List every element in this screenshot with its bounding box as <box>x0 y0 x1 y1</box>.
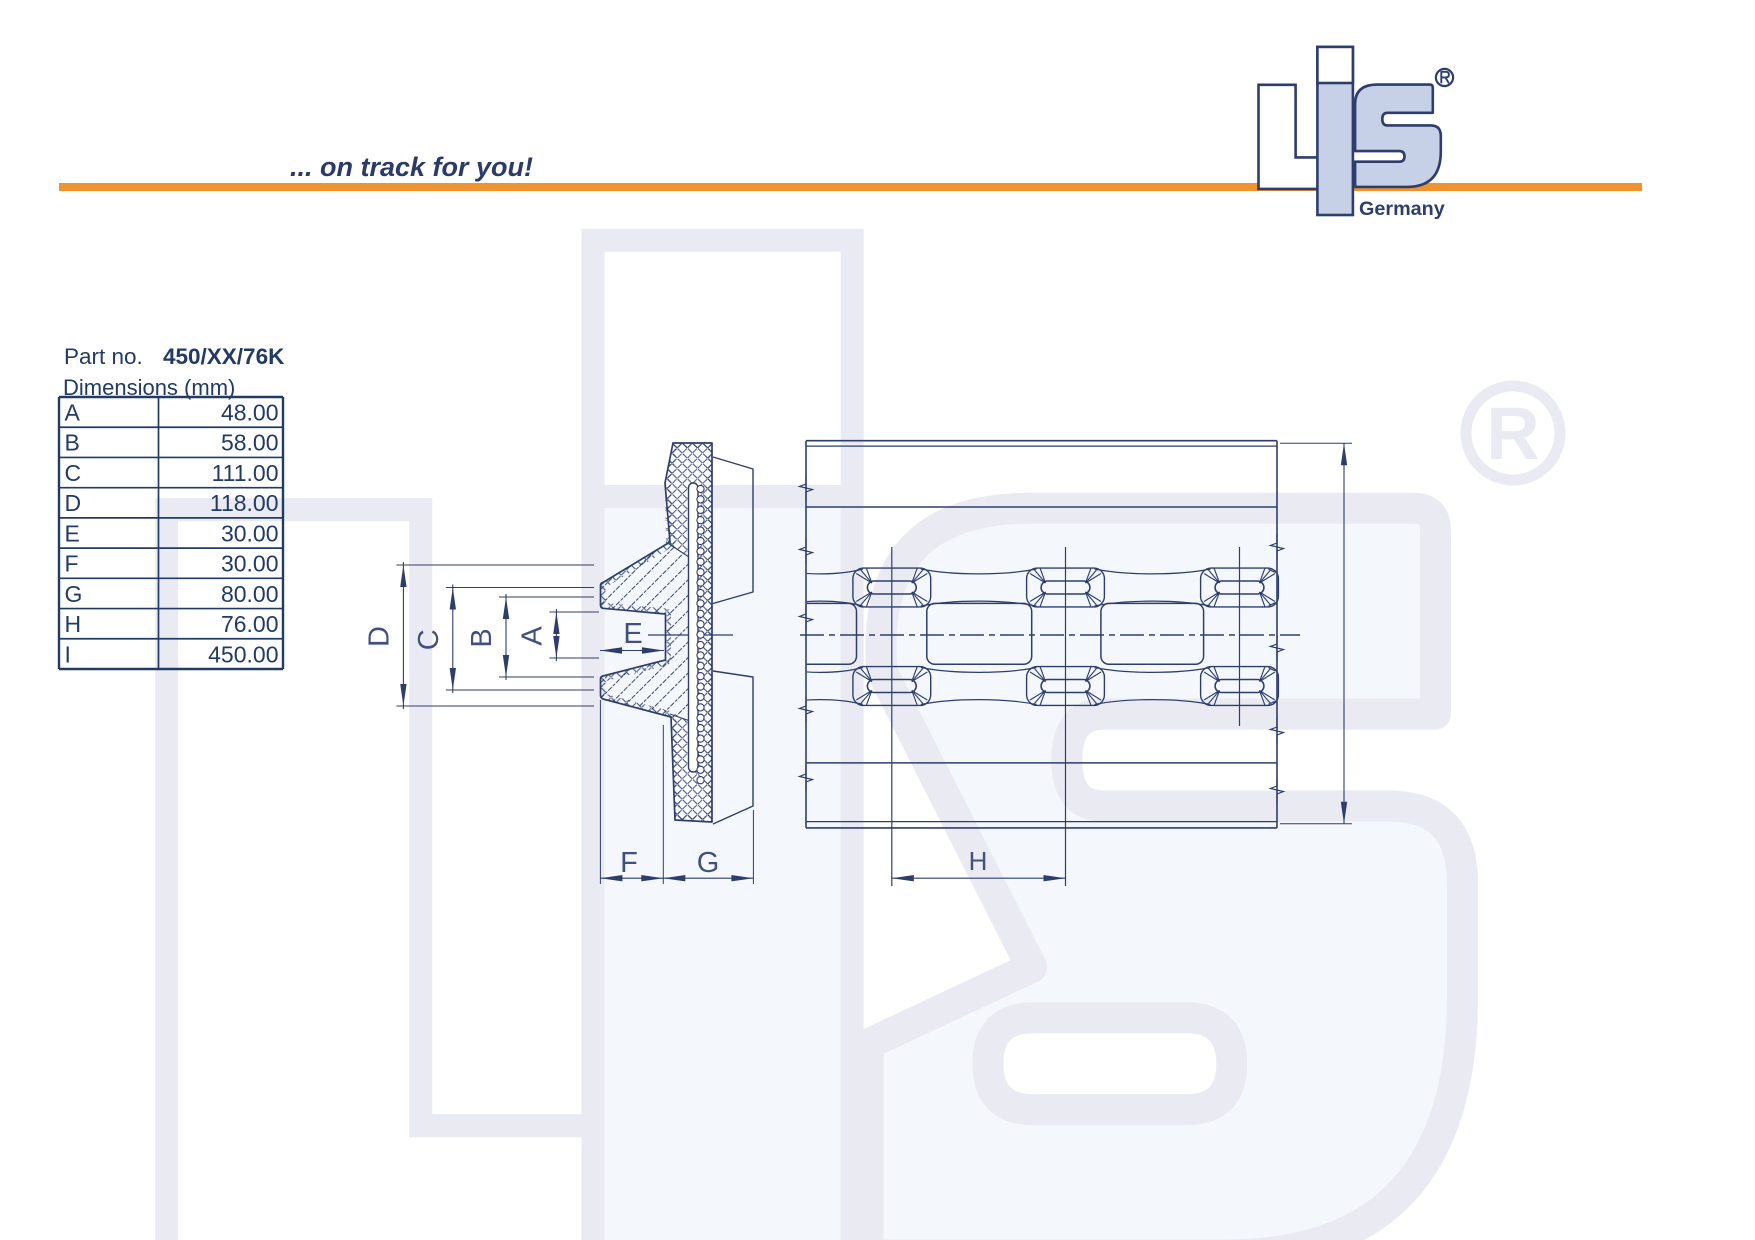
svg-text:A: A <box>65 400 81 426</box>
svg-text:... on track for you!: ... on track for you! <box>290 152 533 182</box>
svg-text:E: E <box>65 520 80 546</box>
svg-text:H: H <box>969 846 988 876</box>
svg-text:F: F <box>620 847 638 879</box>
svg-text:D: D <box>65 490 82 516</box>
svg-text:G: G <box>65 581 83 607</box>
svg-text:C: C <box>413 629 445 650</box>
svg-text:111.00: 111.00 <box>212 460 279 486</box>
svg-text:B: B <box>466 628 498 647</box>
svg-text:450.00: 450.00 <box>208 641 278 667</box>
svg-text:I: I <box>65 641 71 667</box>
svg-text:76.00: 76.00 <box>221 611 279 637</box>
svg-text:80.00: 80.00 <box>221 581 279 607</box>
svg-text:Germany: Germany <box>1359 198 1445 220</box>
svg-text:F: F <box>65 551 79 577</box>
svg-text:C: C <box>65 460 82 486</box>
svg-text:E: E <box>623 618 642 650</box>
svg-text:30.00: 30.00 <box>221 551 279 577</box>
svg-text:48.00: 48.00 <box>221 400 279 426</box>
svg-text:30.00: 30.00 <box>221 520 279 546</box>
svg-text:Part no.: Part no. <box>64 344 143 369</box>
svg-text:G: G <box>697 847 720 879</box>
svg-text:118.00: 118.00 <box>210 490 279 516</box>
svg-text:450/XX/76K: 450/XX/76K <box>163 344 285 369</box>
svg-text:B: B <box>65 430 80 456</box>
svg-text:R: R <box>1486 392 1539 475</box>
svg-text:D: D <box>363 626 395 647</box>
svg-text:58.00: 58.00 <box>221 430 279 456</box>
svg-text:A: A <box>516 626 548 646</box>
svg-text:H: H <box>65 611 82 637</box>
